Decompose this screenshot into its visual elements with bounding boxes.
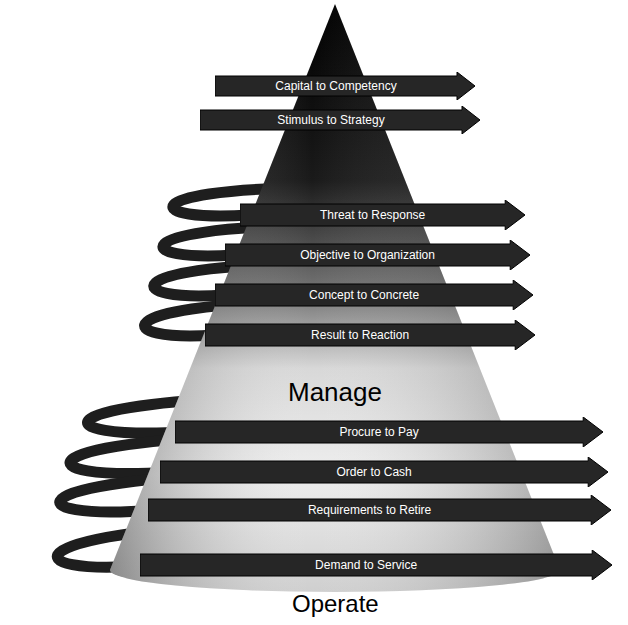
arrow-body (140, 550, 612, 580)
process-arrow: Requirements to Retire (148, 499, 611, 521)
arrow-body (205, 320, 535, 350)
process-label: Demand to Service (315, 559, 417, 571)
arrow-body (175, 417, 603, 447)
arrow-body (200, 106, 480, 134)
process-arrow: Stimulus to Strategy (200, 110, 480, 130)
arrow-body (215, 280, 533, 310)
process-label: Capital to Competency (275, 80, 396, 92)
process-arrow: Order to Cash (160, 461, 608, 483)
process-label: Requirements to Retire (308, 504, 431, 516)
arrow-body (225, 240, 530, 270)
process-label: Order to Cash (336, 466, 411, 478)
arrow-body (160, 457, 608, 487)
process-label: Threat to Response (320, 209, 425, 221)
process-label: Procure to Pay (339, 426, 418, 438)
arrow-body (148, 495, 611, 525)
process-arrow: Objective to Organization (225, 244, 530, 266)
process-label: Concept to Concrete (309, 289, 419, 301)
layer-label: Manage (288, 379, 382, 405)
process-arrow: Procure to Pay (175, 421, 603, 443)
arrow-body (215, 72, 475, 100)
process-arrow: Result to Reaction (205, 324, 535, 346)
process-label: Objective to Organization (300, 249, 435, 261)
process-label: Result to Reaction (311, 329, 409, 341)
process-arrow: Capital to Competency (215, 76, 475, 96)
process-arrow: Concept to Concrete (215, 284, 533, 306)
process-label: Stimulus to Strategy (277, 114, 384, 126)
layer-label: Operate (292, 592, 379, 616)
arrow-body (240, 200, 525, 230)
process-arrow: Demand to Service (140, 554, 612, 576)
process-arrow: Threat to Response (240, 204, 525, 226)
